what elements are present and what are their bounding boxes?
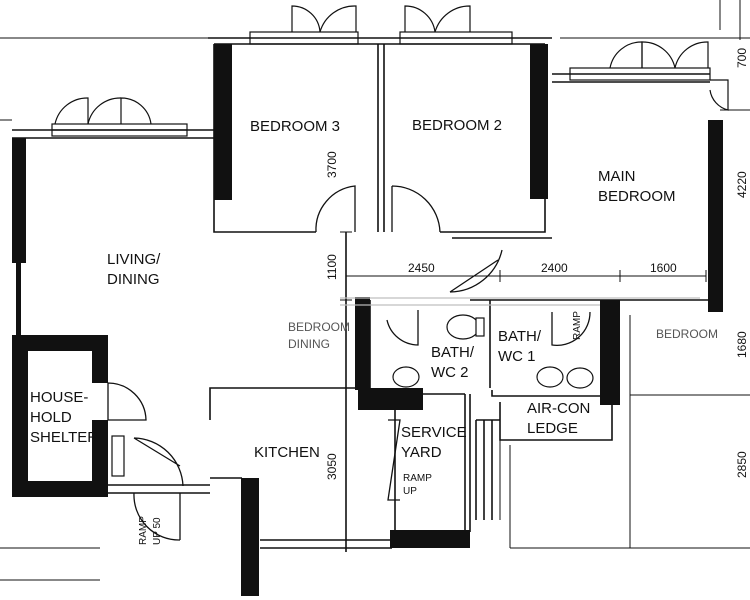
room-label-bedroom-3: BEDROOM 3	[250, 118, 340, 135]
room-label-bath-2-line1: BATH/	[431, 344, 475, 361]
room-label-bath-1-line1: BATH/	[498, 328, 542, 345]
dimension-1680: 1680	[735, 331, 749, 358]
label-ramp-entrance-line2: UP 50	[152, 517, 163, 545]
room-label-main-bedroom-line1: MAIN	[598, 168, 636, 185]
sanitary-fixtures	[111, 314, 594, 477]
doors	[107, 185, 591, 541]
room-label-service-yard-line1: SERVICE	[401, 424, 467, 441]
dimension-3050: 3050	[325, 453, 339, 480]
watermark	[340, 297, 700, 306]
room-label-shelter-line1: HOUSE-	[30, 389, 88, 406]
label-ramp-bath: RAMP	[572, 311, 583, 340]
dimension-lines	[340, 231, 707, 389]
room-label-aircon-ledge-line2: LEDGE	[527, 420, 578, 437]
label-ramp-service-line1: RAMP	[403, 473, 432, 484]
room-label-main-bedroom-line2: BEDROOM	[598, 188, 676, 205]
label-neighbor-right: BEDROOM	[656, 327, 718, 341]
dimension-1600: 1600	[650, 261, 677, 275]
dimension-3700: 3700	[325, 151, 339, 178]
room-label-aircon-ledge-line1: AIR-CON	[527, 400, 590, 417]
dimension-2450: 2450	[408, 261, 435, 275]
dimension-4220: 4220	[735, 171, 749, 198]
label-neighbor-left-line1: BEDROOM	[288, 320, 350, 334]
room-label-shelter-line2: HOLD	[30, 409, 72, 426]
room-label-service-yard-line2: YARD	[401, 444, 442, 461]
label-ramp-entrance-line1: RAMP	[138, 516, 149, 545]
room-label-bath-1-line2: WC 1	[498, 348, 536, 365]
structural-walls	[12, 44, 723, 596]
room-label-living-line2: DINING	[107, 271, 160, 288]
label-ramp-service-line2: UP	[403, 486, 417, 497]
dimension-1100: 1100	[325, 254, 339, 280]
windows	[51, 5, 729, 137]
room-label-kitchen: KITCHEN	[254, 444, 320, 461]
room-label-bath-2-line2: WC 2	[431, 364, 469, 381]
room-label-bedroom-2: BEDROOM 2	[412, 117, 502, 134]
dimension-2400: 2400	[541, 261, 568, 275]
label-neighbor-left-line2: DINING	[288, 337, 330, 351]
dimension-2850: 2850	[735, 451, 749, 478]
outline-lines	[12, 37, 712, 552]
room-label-shelter-line3: SHELTER	[30, 429, 98, 446]
dimension-700: 700	[735, 48, 749, 68]
room-label-living-line1: LIVING/	[107, 251, 161, 268]
